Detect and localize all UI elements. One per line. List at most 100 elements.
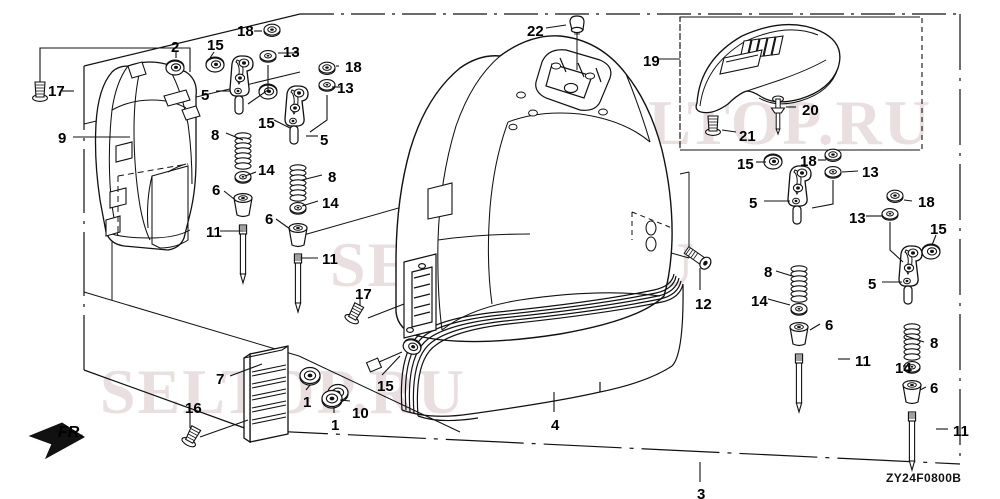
part-8-spring-b xyxy=(289,164,307,202)
callout-8-b[interactable]: 8 xyxy=(328,169,337,186)
part-6-damper-c xyxy=(789,322,809,347)
part-13-washer-c xyxy=(824,166,842,179)
callout-8-d[interactable]: 8 xyxy=(930,335,939,352)
part-2-bushing xyxy=(165,59,185,76)
callout-6-b[interactable]: 6 xyxy=(265,211,274,228)
callout-2[interactable]: 2 xyxy=(171,39,180,56)
part-15-collar-a xyxy=(205,56,225,73)
callout-18-b[interactable]: 18 xyxy=(345,59,362,76)
callout-17-b[interactable]: 17 xyxy=(355,286,372,303)
part-8-spring-d xyxy=(903,323,921,361)
lower-cover-dashed xyxy=(117,163,189,232)
callout-22[interactable]: 22 xyxy=(527,23,544,40)
cover-vent-slots xyxy=(719,35,784,75)
part-8-spring-c xyxy=(790,265,808,303)
part-14-washer-b xyxy=(289,202,307,215)
callout-5-b[interactable]: 5 xyxy=(320,132,329,149)
leader-lines xyxy=(39,24,948,482)
callout-4[interactable]: 4 xyxy=(551,417,560,434)
part-16-screw-bottom xyxy=(180,424,204,450)
callout-11-d[interactable]: 11 xyxy=(953,423,969,440)
callout-15-a[interactable]: 15 xyxy=(207,37,224,54)
callout-14-b[interactable]: 14 xyxy=(322,195,339,212)
callout-6-a[interactable]: 6 xyxy=(212,182,221,199)
lower-cover-clips xyxy=(105,61,201,237)
part-6-damper-d xyxy=(902,380,922,405)
part-5-latch-d xyxy=(898,245,923,305)
callout-14-d[interactable]: 14 xyxy=(895,360,912,377)
callout-8-c[interactable]: 8 xyxy=(764,264,773,281)
callout-1-a[interactable]: 1 xyxy=(303,394,312,411)
part-22-cap-plug xyxy=(569,15,585,70)
part-6-damper-b xyxy=(288,223,308,248)
callout-8-a[interactable]: 8 xyxy=(211,127,220,144)
part-15-collar-c xyxy=(763,153,783,170)
part-13-washer-d xyxy=(881,208,899,221)
callout-12[interactable]: 12 xyxy=(695,296,712,313)
callout-15-e[interactable]: 15 xyxy=(377,378,394,395)
part-11-bolt-c xyxy=(794,353,804,413)
callout-18-c[interactable]: 18 xyxy=(800,153,817,170)
callout-1-b[interactable]: 1 xyxy=(331,417,340,434)
part-18-nut-d xyxy=(886,189,904,203)
callout-15-c[interactable]: 15 xyxy=(737,156,754,173)
callout-18-d[interactable]: 18 xyxy=(918,194,935,211)
callout-18-a[interactable]: 18 xyxy=(237,23,254,40)
diagram-part-code: ZY24F0800B xyxy=(886,471,962,485)
part-15-collar-d xyxy=(921,243,941,260)
part-6-damper-a xyxy=(233,193,253,218)
part-17-screw-center xyxy=(343,301,367,327)
callout-13-a[interactable]: 13 xyxy=(283,44,300,61)
callout-13-b[interactable]: 13 xyxy=(337,80,354,97)
part-11-bolt-b xyxy=(293,253,303,313)
callout-6-d[interactable]: 6 xyxy=(930,380,939,397)
part-15-bolt-e xyxy=(365,351,403,373)
callout-11-a[interactable]: 11 xyxy=(206,224,222,241)
front-direction-label: FR. xyxy=(58,424,84,441)
part-13-washer-a xyxy=(259,50,277,63)
engine-cover-recess-panel xyxy=(427,182,453,220)
callout-10[interactable]: 10 xyxy=(352,405,369,422)
part-11-bolt-a xyxy=(238,224,248,284)
part-21-screw xyxy=(705,115,721,136)
part-5-latch-a xyxy=(229,55,254,115)
frame-border xyxy=(83,13,961,465)
part-18-nut-c xyxy=(824,148,842,162)
callout-13-d[interactable]: 13 xyxy=(849,210,866,227)
callout-5-a[interactable]: 5 xyxy=(201,87,210,104)
callout-11-b[interactable]: 11 xyxy=(322,251,338,268)
engine-cover-fasteners xyxy=(508,91,657,252)
callout-9[interactable]: 9 xyxy=(58,130,67,147)
callout-7[interactable]: 7 xyxy=(216,371,225,388)
callout-13-c[interactable]: 13 xyxy=(862,164,879,181)
part-18-nut-b xyxy=(318,61,336,75)
part-17-screw-topleft xyxy=(32,81,48,102)
part-14-washer-a xyxy=(234,171,252,184)
cover-dashed-inner xyxy=(631,211,673,240)
callout-17-a[interactable]: 17 xyxy=(48,83,65,100)
callout-19[interactable]: 19 xyxy=(643,53,660,70)
part-11-bolt-d xyxy=(907,411,917,471)
engine-cover-top-plate xyxy=(535,49,612,111)
callout-20[interactable]: 20 xyxy=(802,102,819,119)
part-12-flange-bolt xyxy=(683,245,712,270)
callout-5-d[interactable]: 5 xyxy=(868,276,877,293)
callout-5-c[interactable]: 5 xyxy=(749,195,758,212)
inset-box-19 xyxy=(679,16,923,151)
part-13-washer-b xyxy=(318,79,336,92)
seal-rubber-4 xyxy=(400,273,684,422)
callout-11-c[interactable]: 11 xyxy=(855,353,871,370)
lower-cover-detail xyxy=(108,65,193,249)
callout-3[interactable]: 3 xyxy=(697,486,706,499)
callout-15-b[interactable]: 15 xyxy=(258,115,275,132)
latch-striker-block xyxy=(403,253,437,339)
callout-21[interactable]: 21 xyxy=(739,128,756,145)
part-14-washer-c xyxy=(790,303,808,316)
callout-6-c[interactable]: 6 xyxy=(825,317,834,334)
callout-16[interactable]: 16 xyxy=(185,400,202,417)
callout-14-c[interactable]: 14 xyxy=(751,293,768,310)
callout-15-d[interactable]: 15 xyxy=(930,221,947,238)
callout-14-a[interactable]: 14 xyxy=(258,162,275,179)
